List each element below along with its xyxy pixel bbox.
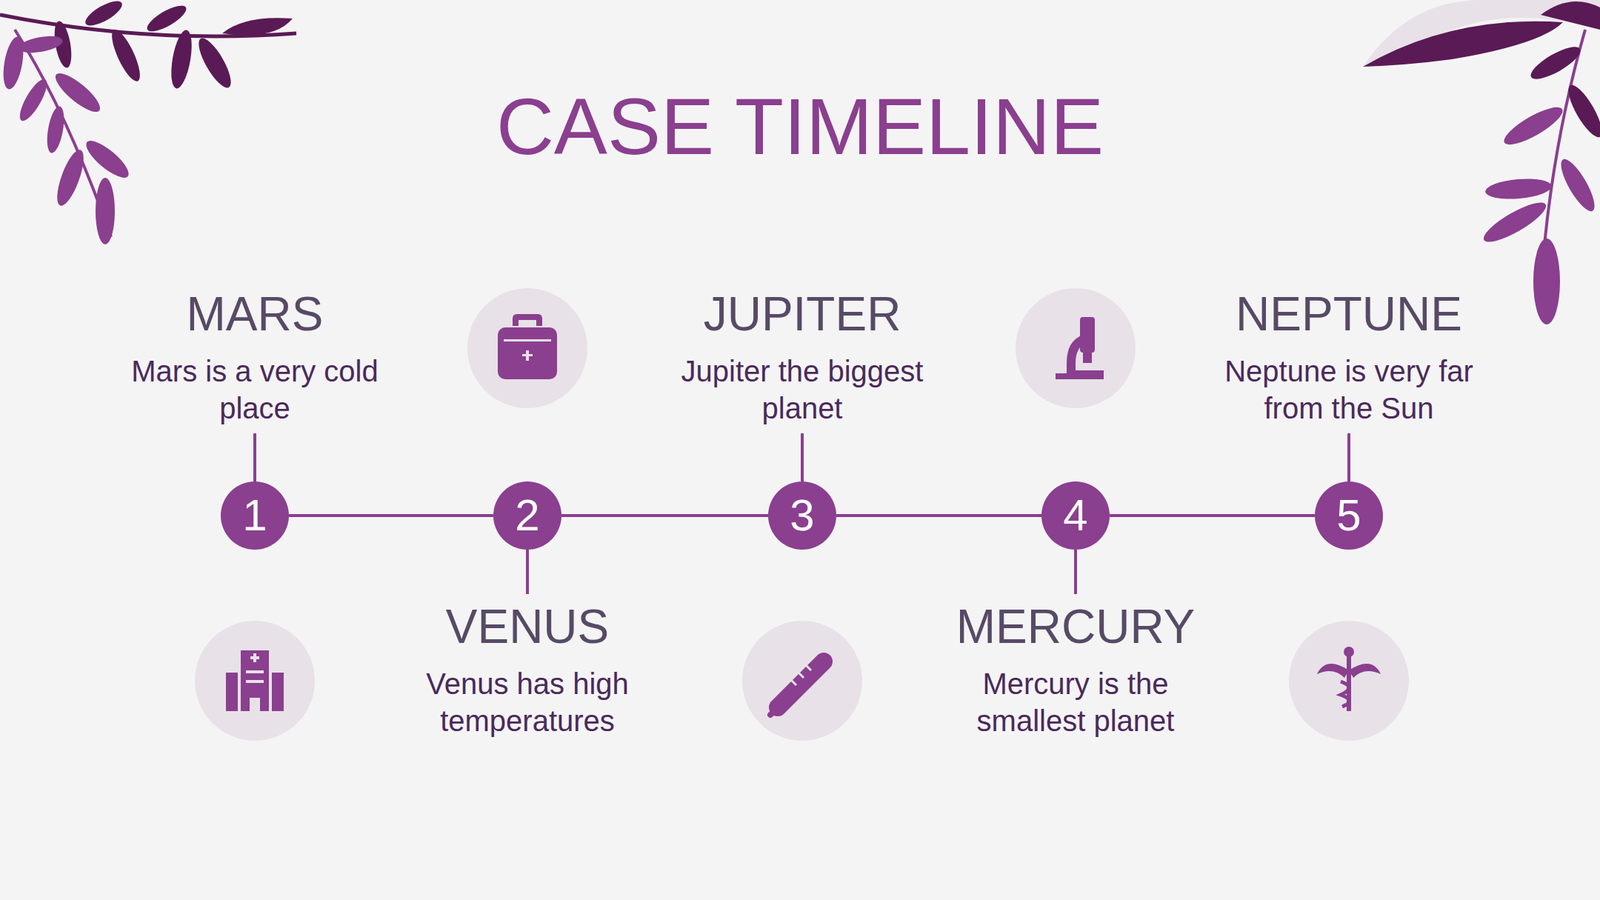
caduceus-icon	[1317, 646, 1381, 712]
leader-lines	[254, 433, 1349, 595]
step-circle: 3	[768, 481, 837, 550]
step-number: 2	[514, 493, 540, 538]
timeline-segment	[561, 514, 769, 518]
slide-title: CASE TIMELINE	[0, 82, 1600, 172]
event-text: VENUS Venus has high temperatures	[394, 600, 661, 740]
event-description: Mars is a very cold place	[121, 352, 389, 427]
event-heading: NEPTUNE	[1235, 287, 1463, 343]
step-circle: 4	[1041, 481, 1110, 550]
step-number: 3	[789, 493, 815, 538]
event-text: MARS Mars is a very cold place	[121, 287, 389, 427]
step-number: 4	[1062, 493, 1088, 538]
timeline-segment	[288, 514, 494, 518]
event-text: MERCURY Mercury is the smallest planet	[942, 600, 1209, 740]
timeline-segment	[1109, 514, 1315, 518]
step-circle: 1	[220, 481, 289, 550]
step-circle: 2	[493, 481, 562, 550]
event-description: Mercury is the smallest planet	[942, 665, 1209, 740]
hospital-icon	[225, 650, 284, 712]
event-description: Venus has high temperatures	[394, 665, 661, 740]
event-heading: MARS	[186, 287, 324, 343]
microscope-icon	[1055, 317, 1104, 380]
event-heading: MERCURY	[956, 600, 1195, 655]
event-heading: JUPITER	[703, 287, 902, 343]
event-description: Jupiter the biggest planet	[668, 352, 936, 427]
timeline-segment	[836, 514, 1042, 518]
leaves-top-right	[1362, 0, 1600, 325]
thermometer-icon	[770, 661, 824, 715]
step-circle: 5	[1314, 481, 1383, 550]
event-text: JUPITER Jupiter the biggest planet	[668, 287, 936, 427]
event-heading: VENUS	[445, 600, 610, 655]
step-number: 5	[1336, 493, 1361, 538]
step-number: 1	[242, 493, 267, 538]
leaves-top-left	[0, 0, 297, 245]
event-description: Neptune is very far from the Sun	[1215, 352, 1483, 427]
event-text: NEPTUNE Neptune is very far from the Sun	[1215, 287, 1483, 427]
medical-kit-icon	[497, 314, 558, 380]
